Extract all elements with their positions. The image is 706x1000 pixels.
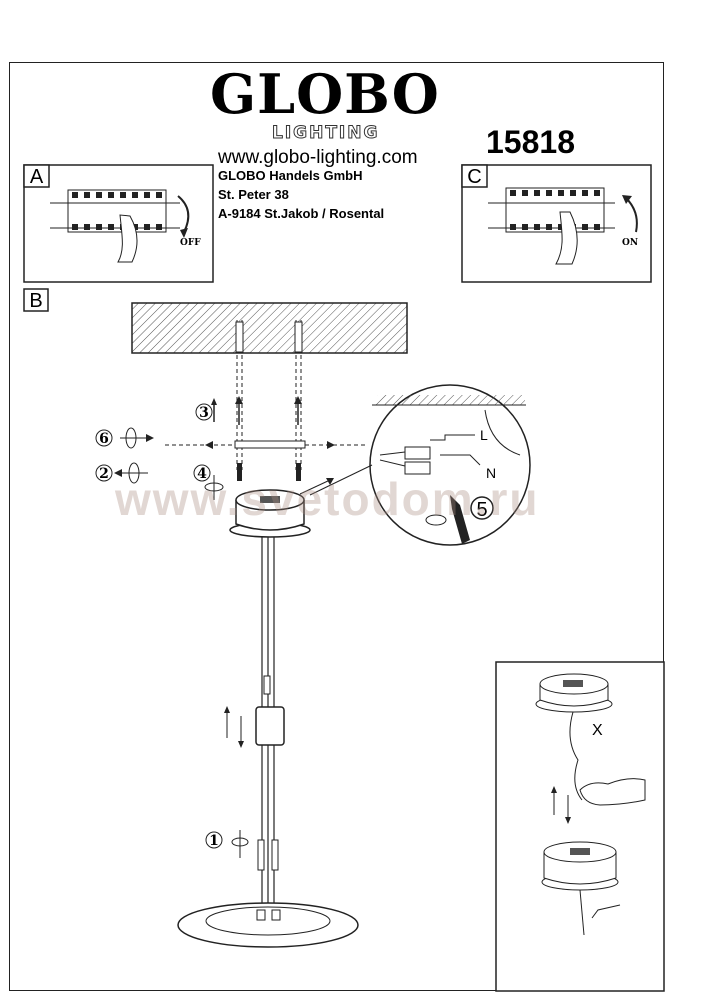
off-label: OFF bbox=[180, 238, 201, 248]
step-2-marker: 2 bbox=[95, 462, 148, 484]
terminal-block-c bbox=[488, 187, 615, 233]
brand-logo: GLOBO bbox=[210, 62, 440, 126]
website-link: www.globo-lighting.com bbox=[218, 147, 418, 168]
terminal-block-a bbox=[50, 189, 180, 233]
wiring-detail-circle: L N 5 bbox=[369, 384, 531, 546]
on-label: ON bbox=[622, 238, 638, 248]
hand-icon-a bbox=[117, 214, 138, 263]
adjust-arrows bbox=[224, 706, 244, 748]
ceiling-block bbox=[131, 302, 408, 354]
live-wire-label: L bbox=[480, 427, 488, 443]
svg-text:4: 4 bbox=[197, 466, 207, 482]
panel-a: A OFF bbox=[23, 164, 214, 283]
hand-icon-inset bbox=[579, 778, 646, 806]
page-frame bbox=[9, 62, 664, 991]
mounting-bracket bbox=[165, 440, 365, 481]
step-5-marker: 5 bbox=[476, 499, 487, 521]
inset-panel: X bbox=[495, 661, 665, 992]
svg-text:6: 6 bbox=[99, 431, 109, 447]
company-city: A-9184 St.Jakob / Rosental bbox=[218, 206, 385, 221]
screwdriver-icon bbox=[450, 495, 470, 544]
wire-gripper bbox=[255, 706, 285, 746]
step-3-marker: 3 bbox=[195, 398, 217, 422]
x-mark: X bbox=[592, 722, 603, 739]
svg-text:3: 3 bbox=[199, 405, 209, 421]
panel-c: C ON bbox=[461, 164, 652, 283]
panel-c-label: C bbox=[467, 166, 481, 188]
watermark: www.svetodom.ru bbox=[115, 473, 540, 525]
company-street: St. Peter 38 bbox=[218, 187, 289, 202]
step-6-marker: 6 bbox=[95, 427, 154, 449]
step-1-marker: 1 bbox=[205, 830, 249, 858]
rotate-arrow-icon-c bbox=[625, 197, 638, 233]
step-4-marker: 4 bbox=[193, 464, 224, 500]
company-name: GLOBO Handels GmbH bbox=[218, 168, 363, 183]
panel-a-label: A bbox=[30, 166, 44, 188]
model-number: 15818 bbox=[486, 124, 575, 160]
neutral-wire-label: N bbox=[486, 465, 496, 481]
screw-up-arrows bbox=[235, 396, 302, 425]
hand-icon-c bbox=[555, 211, 578, 265]
svg-text:2: 2 bbox=[99, 466, 109, 482]
brand-subtitle: LIGHTING bbox=[271, 123, 380, 144]
canopy bbox=[229, 478, 334, 538]
panel-b-label: B bbox=[29, 290, 42, 312]
svg-text:1: 1 bbox=[209, 833, 219, 849]
lamp-base bbox=[177, 902, 359, 948]
detail-pointer bbox=[309, 464, 373, 496]
rotate-arrow-icon-a bbox=[177, 195, 190, 233]
